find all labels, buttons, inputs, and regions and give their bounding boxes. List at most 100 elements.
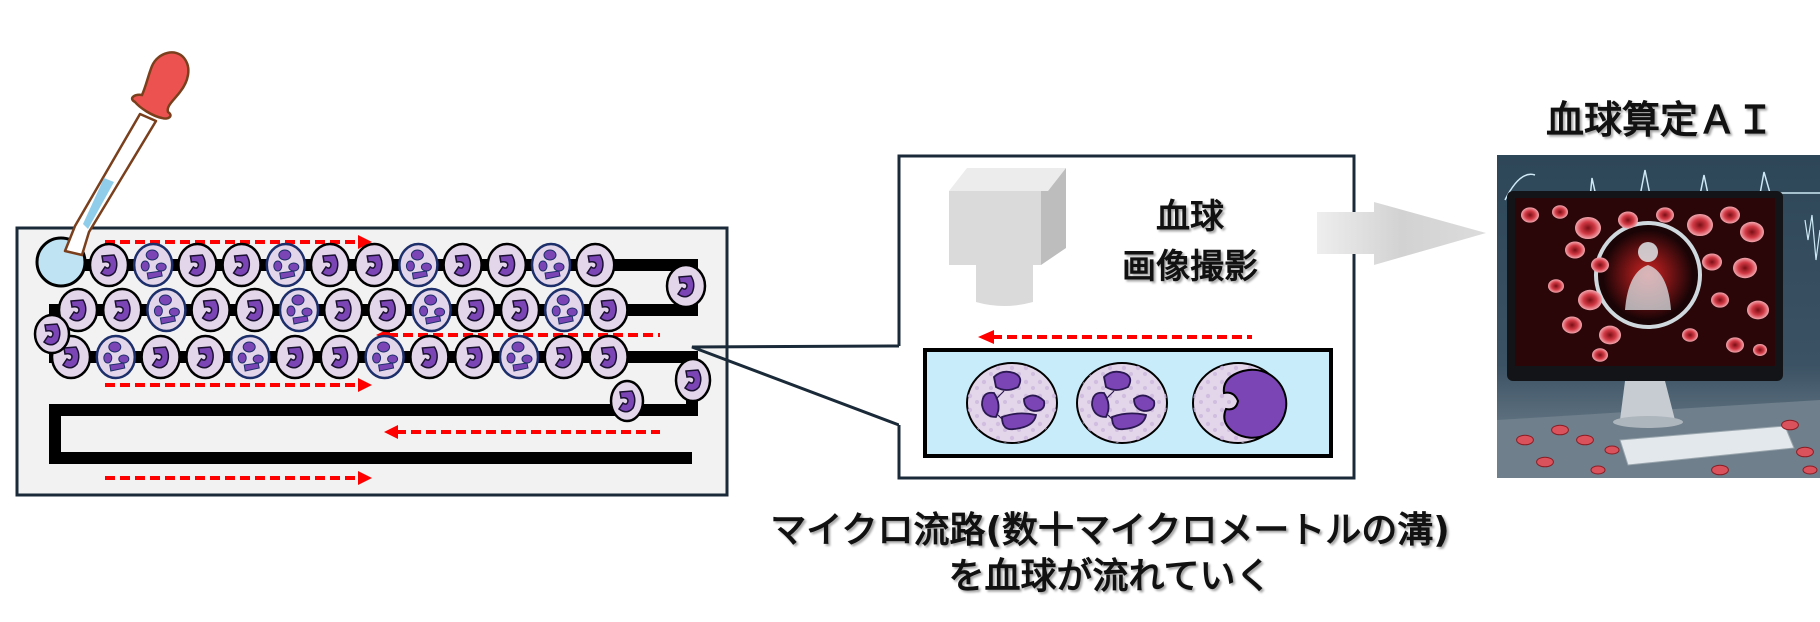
keyboard xyxy=(1619,425,1795,466)
neutrophil-cell xyxy=(95,334,137,380)
red-blood-cell xyxy=(1551,424,1569,436)
monocyte-cell xyxy=(499,287,541,333)
neutrophil-cell xyxy=(398,242,439,288)
flow-arrow-left xyxy=(384,425,660,439)
caption: マイクロ流路(数十マイクロメートルの溝) を血球が流れていく xyxy=(700,508,1520,600)
image-capture-label: 血球 画像撮影 xyxy=(1080,192,1300,292)
red-blood-cell xyxy=(1516,434,1534,446)
monocyte-cell xyxy=(409,334,450,380)
caption-line2: を血球が流れていく xyxy=(948,556,1272,597)
red-blood-cell xyxy=(1599,325,1621,345)
red-blood-cell xyxy=(1578,289,1602,311)
red-blood-cell xyxy=(1562,316,1582,334)
pipette-bulb xyxy=(130,51,190,120)
monocyte-cell xyxy=(177,242,218,288)
red-blood-cell xyxy=(1590,465,1606,475)
neutrophil-cell xyxy=(1076,362,1168,444)
chip-cells xyxy=(33,242,712,423)
red-blood-cell xyxy=(1796,446,1814,458)
camera-icon xyxy=(949,168,1066,306)
monocyte-cell xyxy=(442,242,483,288)
red-blood-cell xyxy=(1536,456,1554,468)
neutrophil-cell xyxy=(498,334,540,380)
red-blood-cell xyxy=(1733,257,1757,279)
neutrophil-cell xyxy=(411,287,452,333)
flow-arrow-right xyxy=(105,471,372,485)
red-blood-cell xyxy=(1618,211,1638,229)
capture-label-line1: 血球 xyxy=(1156,197,1224,237)
monocyte-cell xyxy=(367,287,408,333)
neutrophil-cell xyxy=(530,242,572,288)
monocyte-cell xyxy=(1192,362,1288,444)
monocyte-cell xyxy=(274,334,316,380)
neutrophil-cell xyxy=(229,334,271,380)
red-blood-cell xyxy=(1576,434,1594,446)
process-arrow xyxy=(1317,202,1486,265)
monocyte-cell xyxy=(319,334,361,380)
neutrophil-cell xyxy=(146,287,187,333)
monocyte-cell xyxy=(353,242,395,288)
monocyte-cell xyxy=(574,242,616,288)
monocyte-cell xyxy=(221,242,262,288)
monocyte-cell xyxy=(140,334,181,380)
ai-analysis-image xyxy=(1497,155,1820,478)
monocyte-cell xyxy=(33,313,71,355)
monocyte-cell xyxy=(588,334,629,380)
monocyte-cell xyxy=(455,287,497,333)
ai-title: 血球算定ＡＩ xyxy=(1545,98,1774,142)
red-blood-cell xyxy=(1521,207,1539,223)
capture-label-line2: 画像撮影 xyxy=(1122,247,1258,287)
red-blood-cell xyxy=(1552,205,1568,219)
monocyte-cell xyxy=(588,287,629,333)
monocyte-cell xyxy=(88,242,130,288)
red-blood-cell xyxy=(1565,241,1585,259)
monocyte-cell xyxy=(543,334,585,380)
red-blood-cell xyxy=(1702,253,1722,271)
red-blood-cell xyxy=(1747,300,1769,320)
monocyte-cell xyxy=(185,334,226,380)
red-blood-cell xyxy=(1720,206,1740,224)
flow-arrow-right xyxy=(105,378,372,392)
monocyte-cell xyxy=(57,287,99,333)
neutrophil-cell xyxy=(543,287,585,333)
flow-arrow-left xyxy=(978,330,1252,344)
pipette-liquid xyxy=(83,178,114,229)
red-blood-cell xyxy=(1753,344,1767,356)
red-blood-cell xyxy=(1711,464,1729,476)
red-blood-cell xyxy=(1682,328,1698,342)
monocyte-cell xyxy=(234,287,276,333)
red-blood-cell xyxy=(1781,419,1799,431)
caption-line1: マイクロ流路(数十マイクロメートルの溝) xyxy=(770,510,1450,551)
neutrophil-cell xyxy=(265,242,307,288)
neutrophil-cell xyxy=(278,287,320,333)
red-blood-cell xyxy=(1575,216,1601,240)
red-blood-cell xyxy=(1740,221,1764,243)
red-blood-cells xyxy=(1516,205,1818,476)
neutrophil-cell xyxy=(364,334,405,380)
monocyte-cell xyxy=(309,242,351,288)
monocyte-cell xyxy=(101,287,143,333)
neutrophil-cell xyxy=(966,362,1058,444)
red-blood-cell xyxy=(1548,279,1564,293)
red-blood-cell xyxy=(1711,292,1729,308)
neutrophil-cell xyxy=(132,242,174,288)
red-blood-cell xyxy=(1726,337,1744,353)
flow-arrow-right xyxy=(105,235,372,249)
red-blood-cell xyxy=(1656,207,1674,223)
pipette-icon xyxy=(63,51,190,257)
monocyte-cell xyxy=(609,379,645,423)
monocyte-cell xyxy=(322,287,364,333)
monocyte-cell xyxy=(674,357,712,403)
monocyte-cell xyxy=(453,334,495,380)
microfluidic-chip xyxy=(15,226,729,497)
red-blood-cell xyxy=(1687,213,1713,237)
monocyte-cell xyxy=(486,242,528,288)
monocyte-cell xyxy=(190,287,231,333)
red-blood-cell xyxy=(1802,465,1818,475)
red-blood-cell xyxy=(1604,445,1620,455)
callout-lines xyxy=(691,344,900,427)
red-blood-cell xyxy=(1591,257,1609,273)
red-blood-cell xyxy=(1592,348,1608,362)
zoom-callout xyxy=(691,154,1356,480)
